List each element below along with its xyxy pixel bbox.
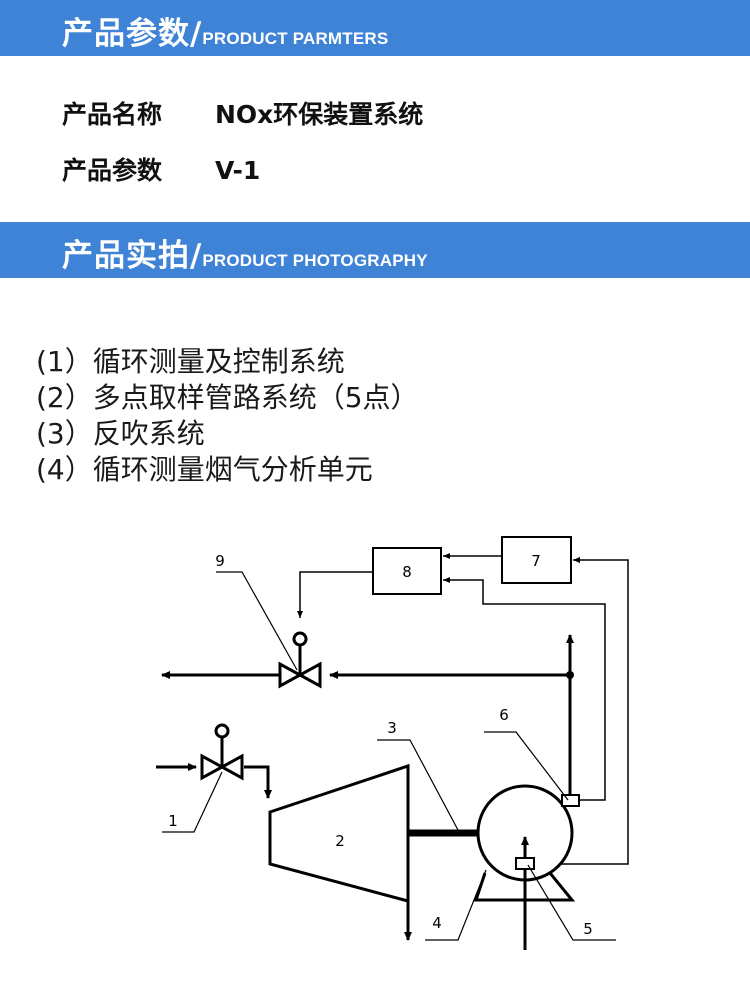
label-8: 8 bbox=[402, 563, 412, 581]
line-sensor6-to-8 bbox=[443, 577, 606, 801]
photo-title-zh: 产品实拍 bbox=[62, 238, 190, 274]
unit-8-box bbox=[372, 547, 442, 595]
feature-list: (1）循环测量及控制系统 (2）多点取样管路系统（5点） (3）反吹系统 (4）… bbox=[36, 344, 419, 488]
inlet-to-turbine bbox=[244, 765, 272, 799]
param-value: NOx环保装置系统 bbox=[215, 100, 424, 129]
feature-item: (4）循环测量烟气分析单元 bbox=[36, 453, 373, 486]
param-label: 产品名称 bbox=[62, 100, 163, 129]
label-2: 2 bbox=[335, 832, 345, 850]
leader-3 bbox=[377, 739, 459, 831]
params-title-slash: / bbox=[190, 16, 203, 52]
valve-1 bbox=[200, 723, 244, 781]
params-title-zh: 产品参数 bbox=[62, 16, 190, 52]
leader-6 bbox=[484, 731, 569, 801]
label-3: 3 bbox=[387, 719, 397, 737]
system-schematic: 9 8 7 6 3 1 2 4 5 bbox=[156, 536, 629, 950]
params-title-en: PRODUCT PARMTERS bbox=[202, 29, 389, 48]
param-label: 产品参数 bbox=[62, 156, 163, 185]
param-row-name: 产品名称 NOx环保装置系统 bbox=[62, 95, 423, 131]
feature-item: (1）循环测量及控制系统 bbox=[36, 345, 345, 378]
label-5: 5 bbox=[583, 920, 593, 938]
photo-section-title: 产品实拍/PRODUCT PHOTOGRAPHY bbox=[62, 230, 428, 275]
leader-4 bbox=[425, 869, 487, 941]
photo-title-slash: / bbox=[190, 238, 203, 274]
params-section-title: 产品参数/PRODUCT PARMTERS bbox=[62, 8, 388, 53]
line-8-to-valve9 bbox=[297, 571, 373, 618]
label-9: 9 bbox=[215, 552, 225, 570]
label-6: 6 bbox=[499, 706, 509, 724]
label-7: 7 bbox=[531, 552, 541, 570]
pipe-junction bbox=[566, 671, 574, 679]
sensor-6 bbox=[561, 794, 580, 807]
valve-9 bbox=[278, 631, 322, 689]
leader-1 bbox=[162, 771, 223, 833]
params-section-header: 产品参数/PRODUCT PARMTERS bbox=[0, 0, 750, 56]
photo-title-en: PRODUCT PHOTOGRAPHY bbox=[202, 251, 428, 270]
leader-9 bbox=[216, 571, 298, 671]
sensor-5 bbox=[515, 857, 535, 870]
param-row-spec: 产品参数 V-1 bbox=[62, 151, 260, 187]
param-value: V-1 bbox=[215, 156, 261, 185]
feature-item: (2）多点取样管路系统（5点） bbox=[36, 381, 419, 414]
line-sensor5-to-7 bbox=[530, 557, 629, 865]
photo-section-header: 产品实拍/PRODUCT PHOTOGRAPHY bbox=[0, 222, 750, 278]
feature-item: (3）反吹系统 bbox=[36, 417, 205, 450]
label-1: 1 bbox=[168, 812, 178, 830]
unit-7-box bbox=[501, 536, 572, 584]
leader-5 bbox=[527, 864, 616, 941]
label-4: 4 bbox=[432, 914, 442, 932]
